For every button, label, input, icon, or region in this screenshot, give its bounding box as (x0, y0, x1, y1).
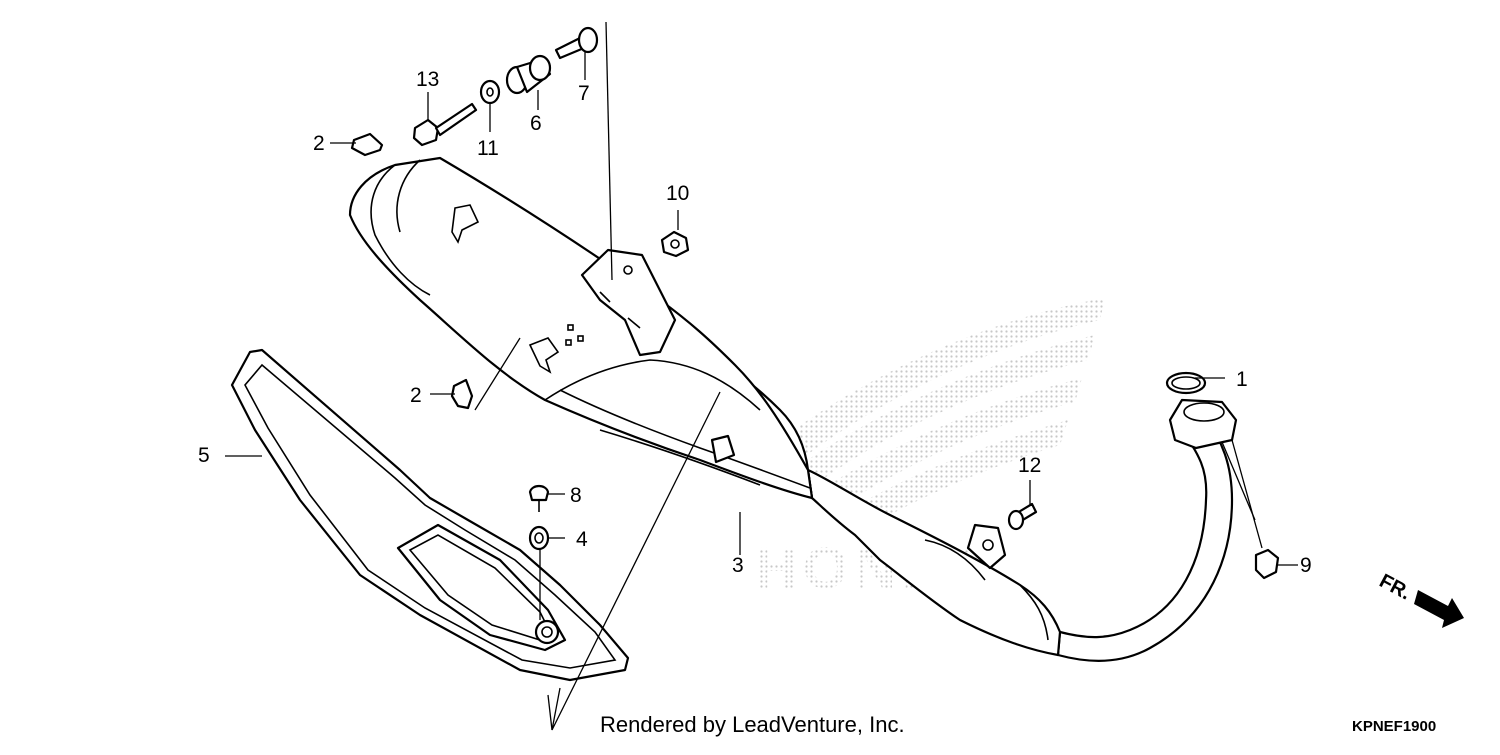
screw-8 (528, 484, 550, 512)
honda-wing-watermark (780, 298, 1105, 535)
footer-credit: Rendered by LeadVenture, Inc. (600, 712, 905, 737)
washer-11 (479, 79, 501, 105)
callout-1: 1 (1236, 368, 1248, 391)
fr-arrow-icon (1414, 590, 1464, 628)
clip-2-top (350, 132, 384, 157)
callout-2-mid: 2 (410, 384, 422, 407)
grommet-6 (505, 54, 552, 95)
callout-2-top: 2 (313, 132, 325, 155)
callout-7: 7 (578, 82, 590, 105)
callout-5: 5 (198, 444, 210, 467)
gasket-1 (1165, 371, 1207, 395)
fr-label: FR. (1376, 570, 1415, 605)
bolt-12 (1007, 502, 1038, 531)
hardware (350, 26, 1280, 580)
bolt-13 (412, 102, 478, 147)
callout-10: 10 (666, 182, 689, 205)
nut-10 (660, 230, 690, 258)
nut-9 (1254, 548, 1280, 580)
callouts: 1 2 2 3 4 5 6 7 8 9 10 11 12 13 (198, 68, 1312, 577)
muffler-protector (230, 348, 630, 682)
callout-4: 4 (576, 528, 588, 551)
front-direction-indicator: FR. (1376, 570, 1464, 628)
callout-8: 8 (570, 484, 582, 507)
callout-11: 11 (477, 137, 499, 160)
callout-3: 3 (732, 554, 744, 577)
callout-9: 9 (1300, 554, 1312, 577)
callout-12: 12 (1018, 454, 1041, 477)
muffler (348, 156, 814, 500)
callout-6: 6 (530, 112, 542, 135)
drawing-code: KPNEF1900 (1352, 718, 1436, 735)
clip-2-mid (450, 378, 474, 410)
callout-13: 13 (416, 68, 439, 91)
bolt-7 (554, 26, 599, 60)
leader-lines (225, 21, 1298, 731)
grommet-4 (528, 525, 550, 551)
